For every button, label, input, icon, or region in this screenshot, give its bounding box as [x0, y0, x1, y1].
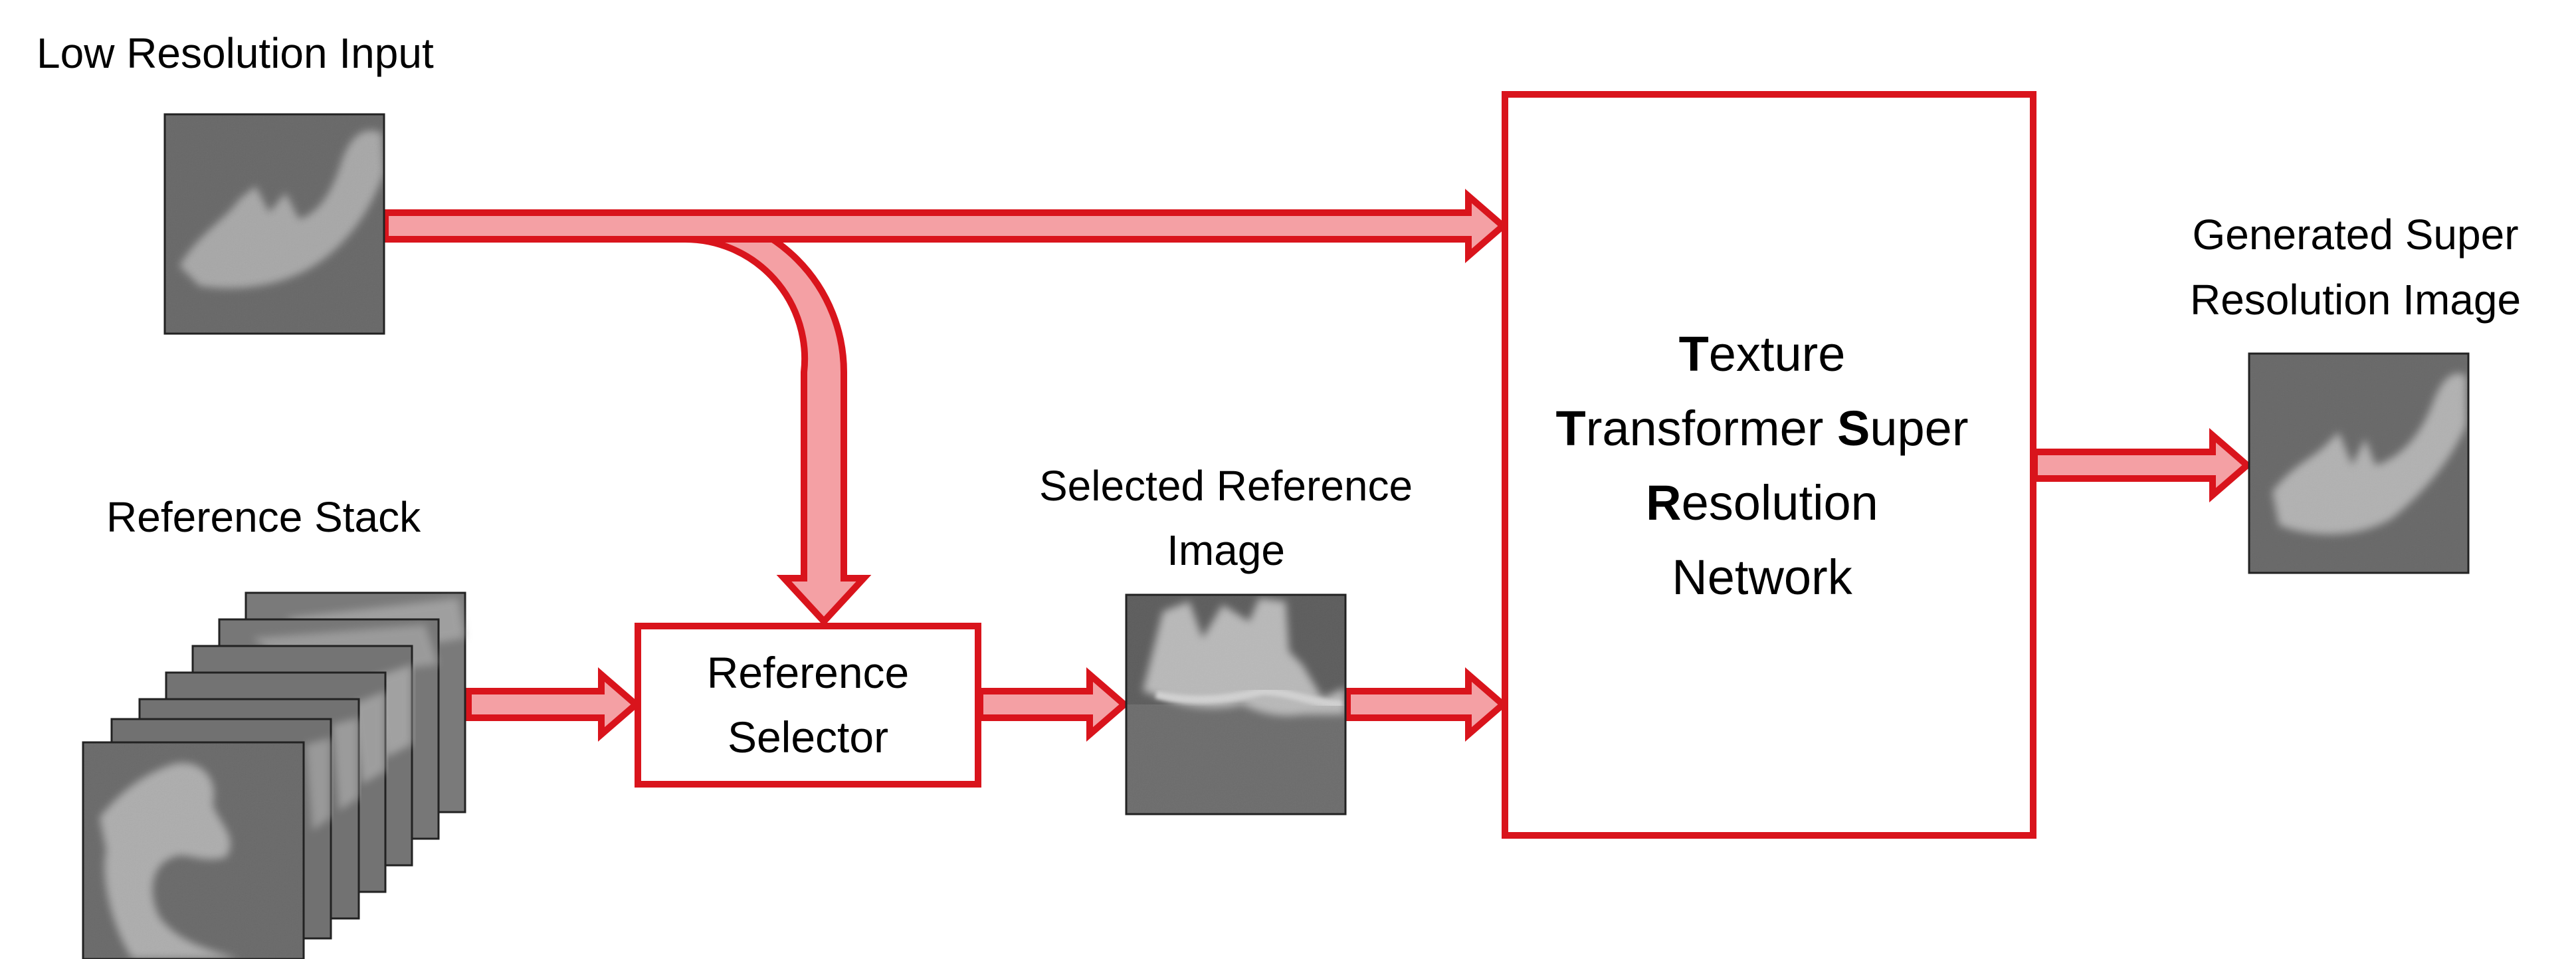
selected-reference-label-line2: Image — [1167, 526, 1285, 574]
network-label-line1: Texture — [1679, 326, 1846, 381]
arrow-lr-to-selector — [382, 209, 872, 627]
selected-reference-image — [1126, 595, 1345, 814]
selected-reference-frame — [1125, 593, 1347, 815]
low-resolution-input-frame — [163, 113, 385, 335]
arrow-selector-to-selected — [977, 667, 1130, 742]
network-label-line4: Network — [1672, 550, 1852, 605]
reference-stack — [82, 591, 466, 959]
generated-image-label-line1: Generated Super — [2193, 211, 2519, 259]
arrow-network-to-output — [2031, 428, 2252, 502]
reference-stack-front-frame — [82, 741, 305, 959]
arrow-stack-to-selector — [465, 667, 641, 742]
generated-image-label-line2: Resolution Image — [2190, 276, 2521, 324]
reference-stack-front-image — [83, 742, 304, 959]
ttsr-network-box — [1502, 91, 2036, 839]
network-label-line3: Resolution — [1646, 475, 1878, 530]
selected-reference-label-line1: Selected Reference — [1039, 462, 1413, 510]
network-label-line2: Transformer Super — [1556, 401, 1969, 456]
low-resolution-input-image — [165, 114, 384, 334]
selector-box-label-line1: Reference — [707, 648, 910, 697]
generated-image-frame — [2248, 352, 2470, 574]
arrow-lr-to-network — [382, 189, 1508, 263]
selector-box-label-line2: Selector — [728, 712, 888, 762]
reference-stack-label: Reference Stack — [106, 493, 421, 541]
low-resolution-input-label: Low Resolution Input — [37, 29, 434, 77]
reference-selector-box — [635, 623, 981, 788]
generated-super-resolution-image — [2249, 354, 2468, 573]
arrow-selected-to-network — [1344, 667, 1508, 742]
